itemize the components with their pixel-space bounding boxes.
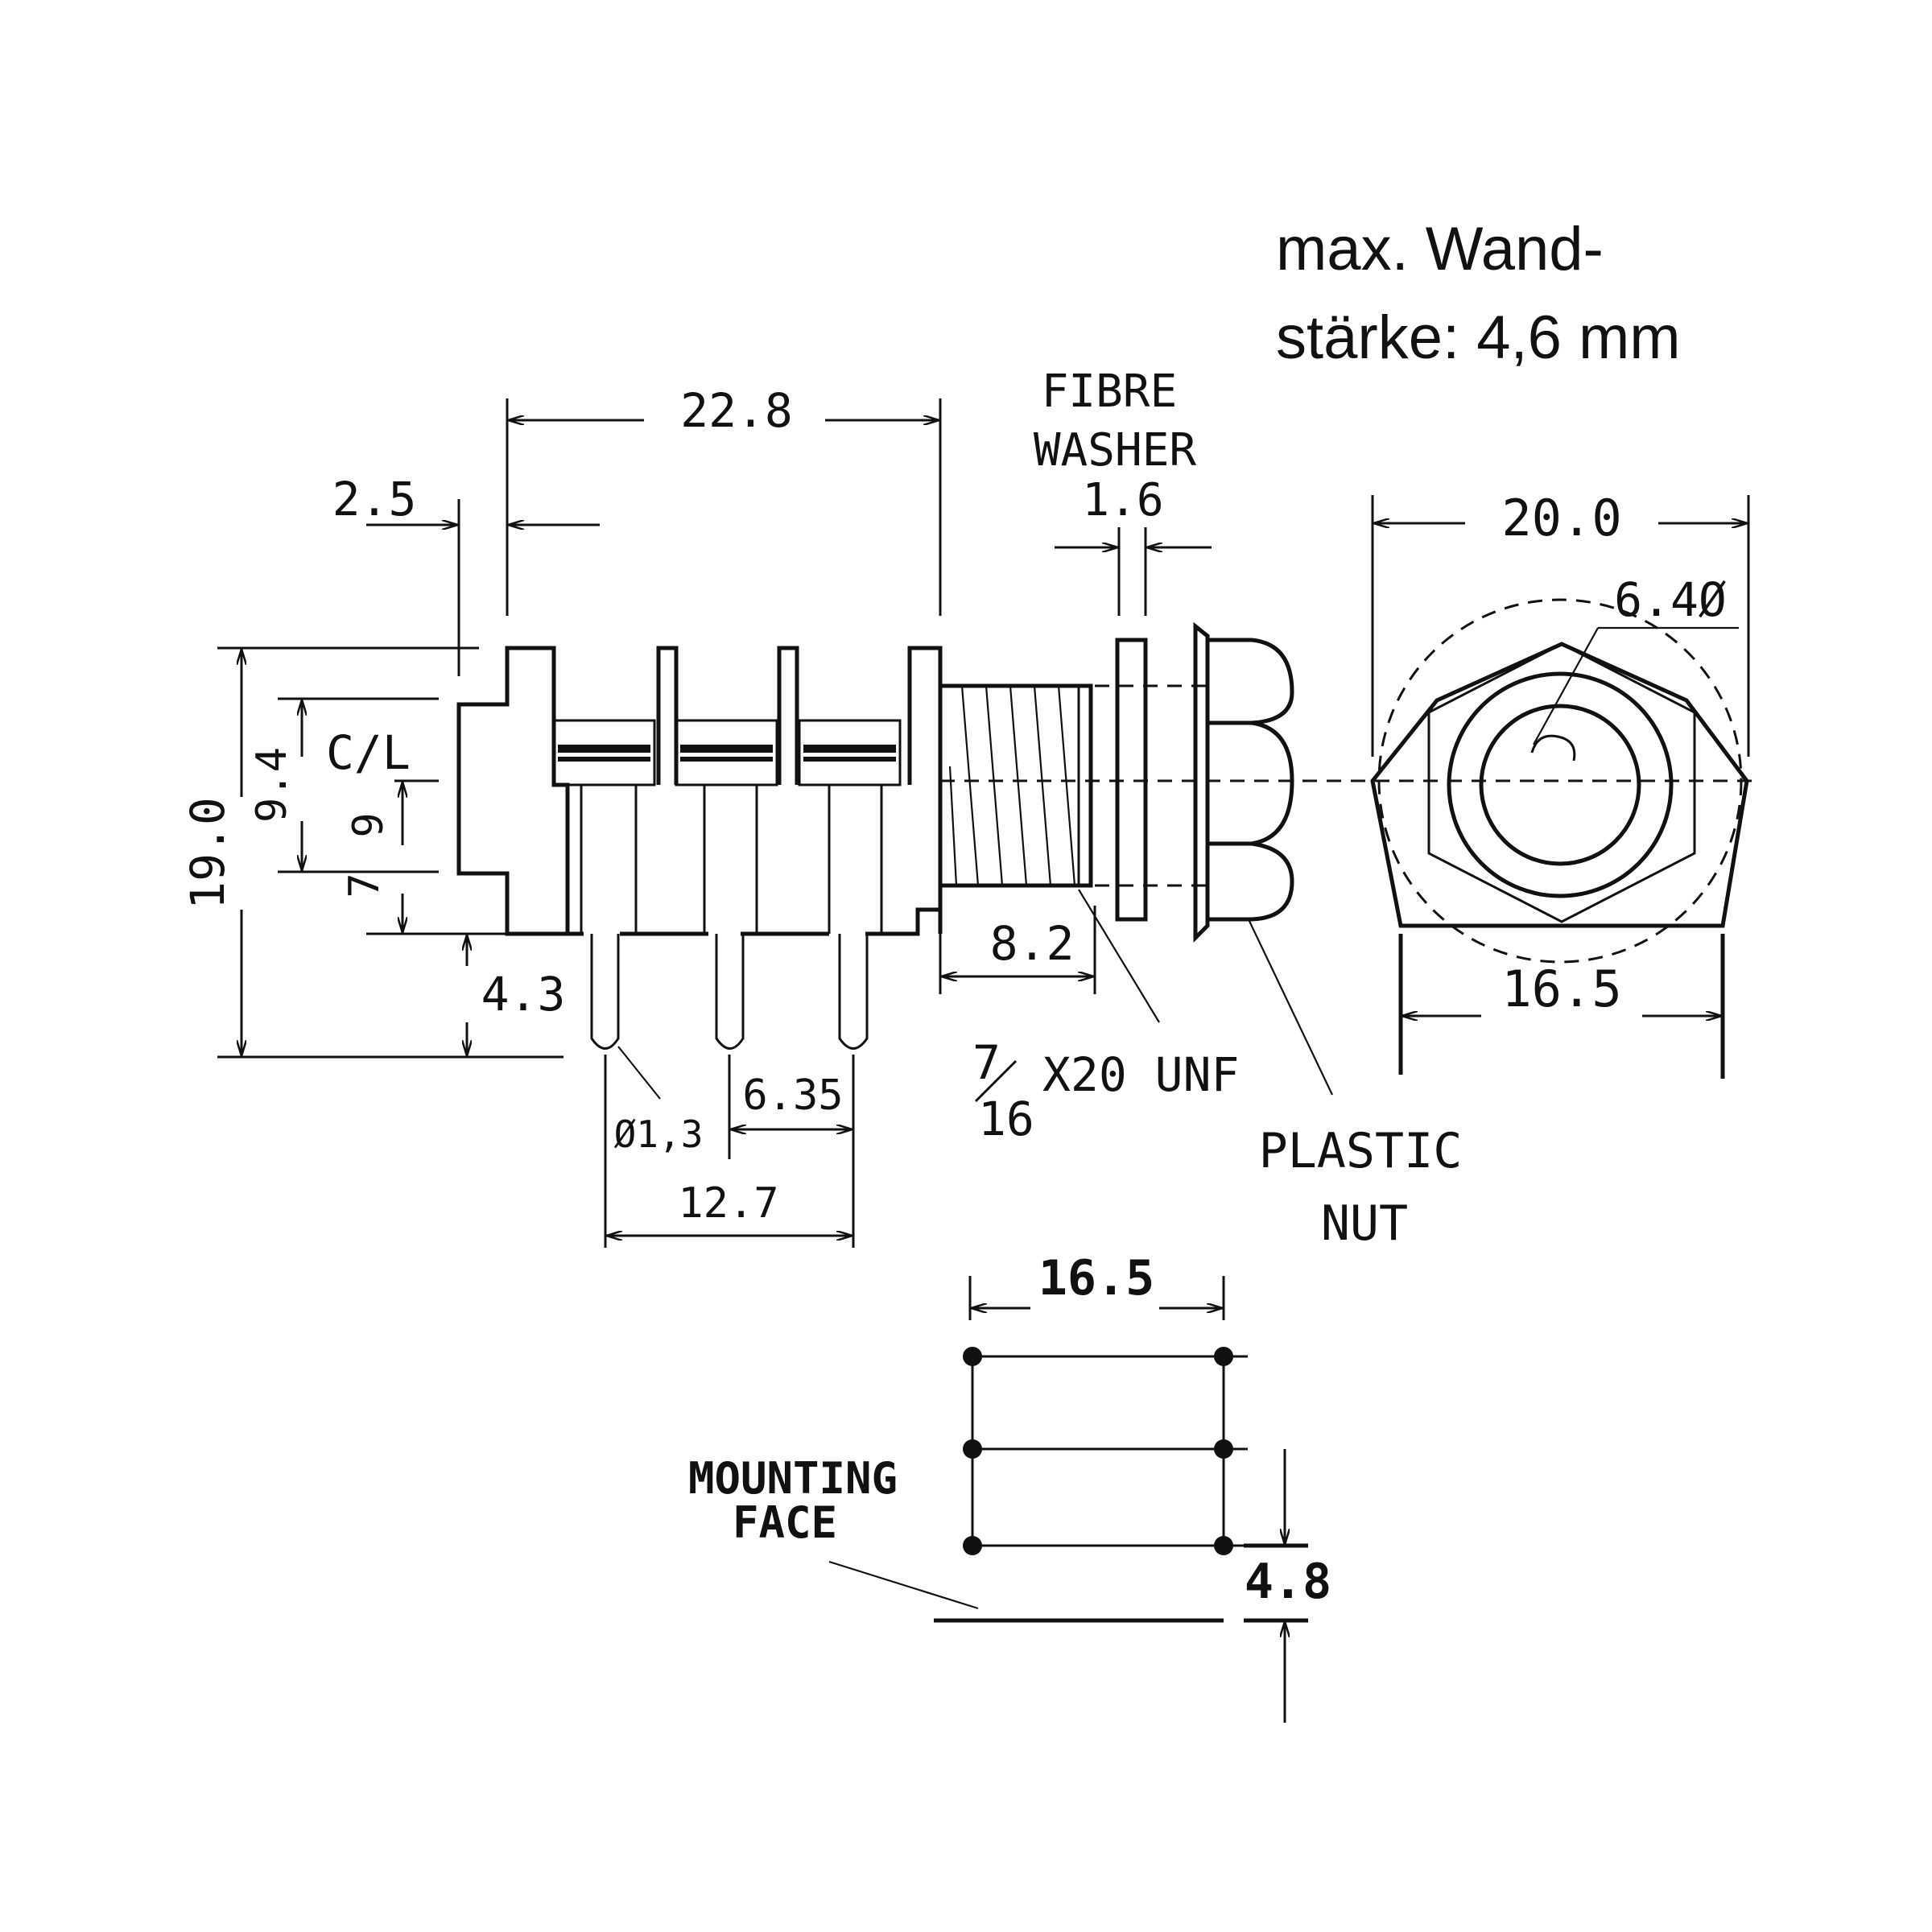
centerline-label: C/L: [326, 725, 411, 780]
nut-label: NUT: [1321, 1195, 1408, 1252]
fibre-label: FIBRE: [1042, 365, 1178, 418]
dim-16-5-front: 16.5: [1501, 960, 1621, 1018]
dim-16-5-mount: 16.5: [1038, 1250, 1155, 1307]
dim-19-0: 19.0: [180, 797, 235, 910]
dim-9-4: 9.4: [248, 747, 296, 823]
dim-2-5: 2.5: [332, 472, 417, 526]
contact-1: [552, 719, 656, 934]
hex-circle-hidden: [1377, 598, 1743, 964]
thread-denominator: 16: [978, 1092, 1034, 1146]
dim-22-8: 22.8: [680, 383, 793, 438]
dim-9: 9: [345, 812, 393, 837]
threaded-bushing: [940, 683, 1093, 888]
mounting-pattern: [934, 1347, 1248, 1623]
thread-spec: X20 UNF: [1042, 1047, 1239, 1102]
dim-4-8: 4.8: [1245, 1554, 1331, 1610]
contact-2: [675, 719, 778, 934]
dim-7: 7: [341, 873, 389, 898]
dim-20-0: 20.0: [1501, 489, 1621, 547]
jack-body: [456, 646, 943, 936]
bushing-inner-circle: [1479, 704, 1641, 866]
bushing-outer-circle: [1447, 671, 1674, 898]
solder-pins: [590, 934, 869, 1050]
dim-8-2: 8.2: [990, 916, 1075, 971]
front-view: [1370, 598, 1749, 964]
dim-12-7: 12.7: [678, 1179, 778, 1228]
contact-3: [798, 719, 902, 934]
dim-6-4-diameter: 6.4Ø: [1614, 572, 1727, 627]
face-label: FACE: [733, 1497, 837, 1548]
plastic-label: PLASTIC: [1259, 1123, 1463, 1179]
dim-1-6: 1.6: [1082, 474, 1163, 526]
dim-6-35: 6.35: [742, 1071, 843, 1120]
note-line-2: stärke: 4,6 mm: [1276, 303, 1681, 372]
note-line-1: max. Wand-: [1276, 215, 1604, 283]
dim-4-3: 4.3: [481, 967, 566, 1022]
dim-pin-diameter: Ø1,3: [614, 1113, 704, 1156]
mounting-label: MOUNTING: [688, 1453, 898, 1504]
washer-label: WASHER: [1034, 424, 1197, 477]
